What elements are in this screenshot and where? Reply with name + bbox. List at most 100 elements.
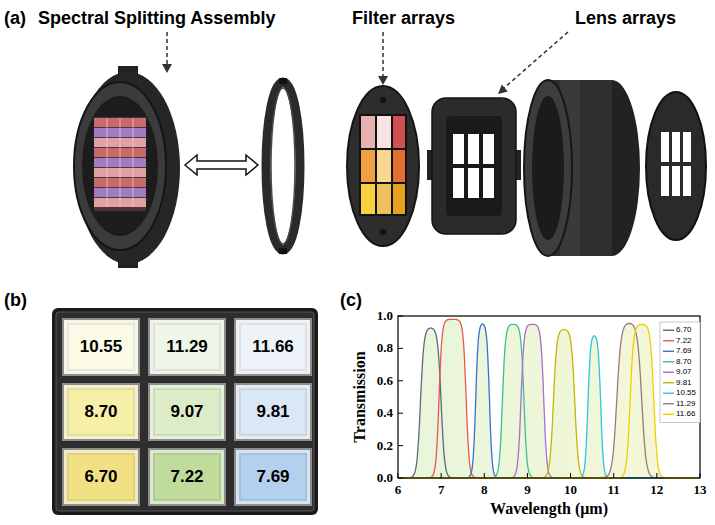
leader-arrow	[166, 32, 168, 65]
lens-array-plate	[672, 132, 680, 162]
filter-array	[361, 150, 375, 182]
transmission-curve	[398, 330, 700, 478]
y-tick-label: 0.4	[377, 405, 393, 421]
axis-tick	[700, 473, 701, 478]
wavelength-value: 9.81	[256, 402, 289, 422]
leader-arrow	[382, 32, 384, 76]
y-tick-label: 1.0	[377, 308, 393, 324]
leader-arrow	[162, 64, 508, 94]
transmission-curve	[398, 324, 700, 478]
axis-title: Transmission	[351, 351, 369, 442]
axis-tick	[441, 473, 442, 478]
panel-label: (a)	[4, 8, 26, 29]
leader-arrow	[378, 76, 388, 85]
filter-array	[347, 86, 419, 246]
y-tick-label: 0.6	[377, 373, 393, 389]
filter-array	[361, 116, 375, 148]
wavelength-value: 6.70	[84, 467, 117, 487]
x-tick-label: 8	[481, 482, 488, 498]
x-tick-label: 7	[438, 482, 445, 498]
transmission-curve	[398, 328, 700, 478]
double-arrow	[185, 155, 258, 175]
lens-array-plate	[646, 92, 706, 240]
splitting-housing	[120, 118, 121, 207]
transmission-curve	[398, 324, 700, 478]
y-tick-label: 0.2	[377, 438, 393, 454]
legend-text: 6.70	[676, 326, 692, 334]
filter-array	[347, 86, 419, 246]
legend-line	[663, 361, 674, 362]
axis-tick	[527, 473, 528, 478]
transmission-curve	[398, 324, 700, 478]
axis-title: Wavelength (μm)	[490, 500, 608, 518]
splitting-housing	[133, 118, 134, 207]
lens-holder	[453, 168, 464, 198]
legend-text: 10.55	[676, 389, 696, 397]
legend-line	[663, 414, 674, 415]
filter-cell: 9.81	[234, 383, 312, 441]
lens-array-plate	[683, 132, 691, 162]
filter-array	[359, 114, 407, 216]
x-tick-label: 6	[395, 482, 402, 498]
filter-array	[380, 229, 386, 235]
legend-text: 7.69	[676, 347, 692, 355]
plot-frame	[398, 316, 700, 478]
lens-housing	[524, 80, 572, 256]
legend-line	[663, 403, 674, 404]
filter-array	[393, 116, 405, 148]
axis-tick	[398, 473, 399, 478]
retaining-ring	[266, 78, 300, 254]
lens-array-plate	[672, 166, 680, 196]
filter-grid-frame	[52, 308, 318, 515]
lens-array-plate	[661, 132, 669, 162]
filter-array	[377, 116, 391, 148]
axis-tick	[484, 473, 485, 478]
filter-cell: 11.66	[234, 318, 312, 376]
retaining-ring	[266, 82, 300, 250]
filter-cell: 6.70	[62, 448, 140, 506]
wavelength-value: 10.55	[80, 337, 123, 357]
legend-text: 9.81	[676, 379, 692, 387]
transmission-shade	[398, 319, 700, 478]
filter-grid-frame	[52, 308, 318, 515]
filter-array	[393, 150, 405, 182]
wavelength-value: 8.70	[84, 402, 117, 422]
legend-text: 7.22	[676, 337, 692, 345]
splitting-housing	[94, 117, 146, 211]
axis-tick	[398, 380, 403, 381]
splitting-housing	[107, 118, 133, 207]
lens-holder	[483, 134, 494, 164]
lens-array-plate	[646, 92, 706, 240]
legend-line	[663, 382, 674, 383]
legend-line	[663, 340, 674, 341]
splitting-housing	[107, 118, 108, 207]
filter-cell: 7.69	[234, 448, 312, 506]
transmission-curve	[398, 324, 700, 478]
filter-array	[361, 184, 375, 214]
legend-line	[663, 330, 674, 331]
wavelength-value: 11.66	[252, 337, 294, 357]
filter-cell: 7.22	[148, 448, 226, 506]
transmission-plot	[398, 316, 700, 478]
x-tick-label: 12	[650, 482, 663, 498]
part-name: Filter arrays	[352, 8, 455, 29]
axis-tick	[398, 478, 403, 479]
splitting-housing	[74, 82, 166, 250]
lens-housing	[532, 96, 564, 240]
part-name: Spectral Splitting Assembly	[38, 8, 275, 29]
retaining-ring	[279, 248, 287, 254]
legend-text: 9.07	[676, 368, 692, 376]
panel-label: (b)	[4, 290, 27, 311]
leader-arrow	[504, 32, 568, 88]
lens-holder	[483, 168, 494, 198]
axis-tick	[398, 316, 403, 317]
lens-array-plate	[661, 166, 669, 196]
lens-holder	[468, 168, 479, 198]
x-tick-label: 9	[524, 482, 531, 498]
splitting-housing	[74, 66, 180, 268]
legend-text: 11.66	[676, 410, 695, 418]
filter-array	[377, 150, 391, 182]
legend-text: 11.29	[676, 400, 695, 408]
